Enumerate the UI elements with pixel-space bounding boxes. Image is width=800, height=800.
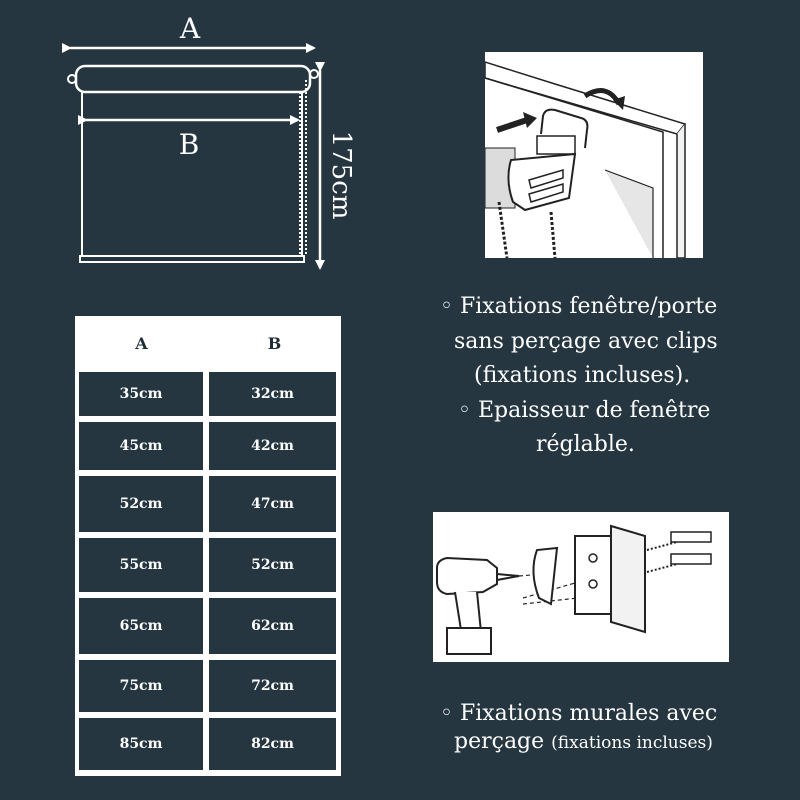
table-cell-b: 47cm xyxy=(209,476,336,532)
table-header-b: B xyxy=(267,334,282,353)
window-clip-info: ◦ Fixations fenêtre/porte sans perçage a… xyxy=(430,290,760,463)
table-cell-a: 75cm xyxy=(79,660,203,712)
drill-wall-mount-illustration xyxy=(433,512,729,662)
table-cell-b: 52cm xyxy=(209,538,336,592)
table-cell-b: 32cm xyxy=(209,372,336,416)
table-cell-a: 45cm xyxy=(79,422,203,470)
table-cell-b: 82cm xyxy=(209,718,336,770)
blind-fabric xyxy=(81,91,303,257)
table-cell-a: 85cm xyxy=(79,718,203,770)
table-cell-a: 55cm xyxy=(79,538,203,592)
table-cell-b: 72cm xyxy=(209,660,336,712)
pull-chain xyxy=(299,80,307,256)
wall-mount-info: ◦ Fixations murales avec perçage (fixati… xyxy=(430,700,760,757)
table-cell-b: 62cm xyxy=(209,598,336,654)
table-cell-a: 65cm xyxy=(79,598,203,654)
table-cell-a: 52cm xyxy=(79,476,203,532)
drill-wall-mount-drawing xyxy=(436,524,712,655)
info-line: ◦ Fixations fenêtre/porte xyxy=(440,294,718,319)
info-line: ◦ Fixations murales avec xyxy=(440,701,718,726)
clip-mount-illustration xyxy=(484,52,703,259)
info-line: sans perçage avec clips xyxy=(454,328,718,354)
fabric-label-b: B xyxy=(179,128,200,161)
roller-end-cap xyxy=(67,74,77,84)
info-text: perçage xyxy=(454,729,545,754)
table-cell-b: 42cm xyxy=(209,422,336,470)
roller-tube xyxy=(74,64,312,94)
bottom-rail xyxy=(79,255,305,263)
info-text-small: (fixations incluses) xyxy=(551,733,713,753)
info-line: ◦ Epaisseur de fenêtre xyxy=(458,397,711,423)
table-header-a: A xyxy=(135,334,148,353)
size-table: A B 35cm 32cm 45cm 42cm 52cm 47cm 55cm 5… xyxy=(75,316,341,776)
blind-dimension-diagram: A B 175cm xyxy=(62,12,356,270)
table-cell-a: 35cm xyxy=(79,372,203,416)
info-line: réglable. xyxy=(536,432,635,457)
info-line: (fixations incluses). xyxy=(474,363,691,388)
width-label-a: A xyxy=(179,12,201,45)
height-label: 175cm xyxy=(326,131,356,220)
info-line: perçage (fixations incluses) xyxy=(430,728,760,757)
clip-mount-drawing xyxy=(484,60,687,259)
